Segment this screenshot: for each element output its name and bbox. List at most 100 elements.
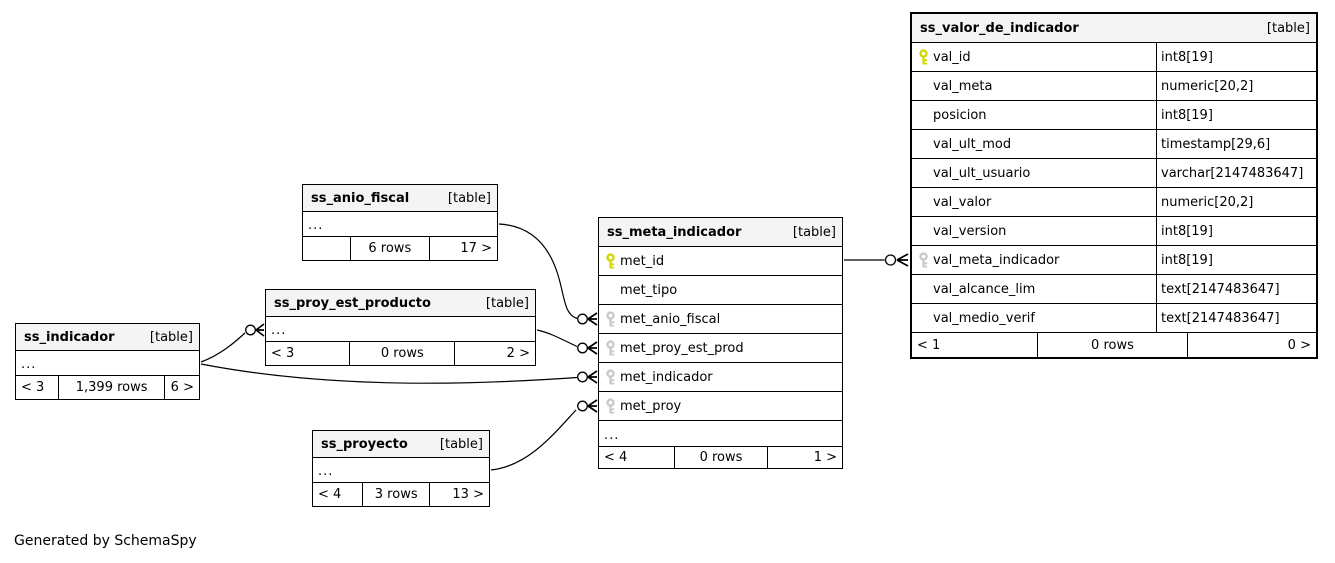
table-ss_indicador[interactable]: ss_indicador [table] ... < 3 1,399 rows … [15, 323, 200, 400]
footer-row-count: 0 rows [674, 447, 766, 468]
footer-parents-count: 13 > [429, 483, 489, 506]
primary-key-icon [918, 48, 933, 66]
column-met_proy_est_prod: met_proy_est_prod [599, 333, 842, 362]
footer-children-count: < 1 [917, 337, 941, 353]
column-met_id: met_id [599, 246, 842, 275]
table-header[interactable]: ss_anio_fiscal [table] [303, 185, 497, 211]
column-met_proy: met_proy [599, 391, 842, 420]
foreign-key-icon [605, 368, 620, 386]
table-type-label: [table] [485, 295, 529, 311]
column-name: val_ult_usuario [933, 165, 1031, 181]
table-name[interactable]: ss_indicador [24, 329, 115, 345]
table-type-label: [table] [439, 436, 483, 452]
foreign-key-icon [918, 251, 933, 269]
column-val_ult_mod: val_ult_mod timestamp[29,6] [912, 129, 1316, 158]
generated-by-text: Generated by SchemaSpy [14, 533, 197, 549]
table-name[interactable]: ss_proy_est_producto [274, 295, 431, 311]
column-type: text[2147483647] [1156, 304, 1316, 332]
foreign-key-icon [605, 397, 620, 415]
table-type-label: [table] [1266, 20, 1310, 36]
table-footer: < 4 3 rows 13 > [313, 482, 489, 506]
column-name: met_tipo [620, 282, 678, 298]
column-name: val_meta_indicador [933, 252, 1060, 268]
table-footer: < 1 0 rows 0 > [912, 332, 1316, 357]
table-header[interactable]: ss_proy_est_producto [table] [266, 290, 535, 316]
column-name: met_id [620, 253, 665, 269]
footer-children-count: < 4 [318, 487, 342, 502]
column-met_indicador: met_indicador [599, 362, 842, 391]
edge-indicador-to-proy_est_producto [200, 323, 265, 363]
table-name[interactable]: ss_meta_indicador [607, 224, 742, 240]
column-name: val_valor [933, 194, 992, 210]
foreign-key-icon [605, 310, 620, 328]
column-posicion: posicion int8[19] [912, 100, 1316, 129]
column-name: val_meta [933, 78, 993, 94]
footer-row-count: 0 rows [349, 342, 454, 365]
foreign-key-icon [605, 339, 620, 357]
footer-parents-count: 2 > [454, 342, 535, 365]
column-val_medio_verif: val_medio_verif text[2147483647] [912, 303, 1316, 332]
table-ss_anio_fiscal[interactable]: ss_anio_fiscal [table] ... 6 rows 17 > [302, 184, 498, 261]
column-name: val_ult_mod [933, 136, 1012, 152]
table-footer: < 3 0 rows 2 > [266, 341, 535, 365]
table-ss_meta_indicador[interactable]: ss_meta_indicador [table] met_id met_tipo… [598, 217, 843, 469]
table-name[interactable]: ss_proyecto [321, 436, 408, 452]
primary-key-icon [605, 252, 620, 270]
footer-row-count: 0 rows [1037, 333, 1186, 357]
column-met_tipo: met_tipo [599, 275, 842, 304]
ellipsis-row: ... [313, 457, 489, 482]
ellipsis-row: ... [16, 350, 199, 375]
column-name: met_anio_fiscal [620, 311, 721, 327]
column-type: text[2147483647] [1156, 275, 1316, 303]
column-name: posicion [933, 107, 987, 123]
column-type: varchar[2147483647] [1156, 159, 1316, 187]
column-name: met_proy_est_prod [620, 340, 744, 356]
edge-proyecto-to-met_proy [490, 399, 598, 471]
column-type: int8[19] [1156, 101, 1316, 129]
ellipsis-row: ... [266, 316, 535, 341]
footer-children-count: < 3 [271, 346, 295, 361]
table-ss_proyecto[interactable]: ss_proyecto [table] ... < 4 3 rows 13 > [312, 430, 490, 507]
footer-row-count: 1,399 rows [58, 376, 164, 399]
column-type: timestamp[29,6] [1156, 130, 1316, 158]
edge-proy_est_producto-to-met_proy_est_prod [536, 329, 598, 355]
table-type-label: [table] [792, 224, 836, 240]
table-name[interactable]: ss_anio_fiscal [311, 190, 410, 206]
column-val_ult_usuario: val_ult_usuario varchar[2147483647] [912, 158, 1316, 187]
table-header[interactable]: ss_indicador [table] [16, 324, 199, 350]
table-name[interactable]: ss_valor_de_indicador [920, 20, 1079, 36]
table-type-label: [table] [149, 329, 193, 345]
table-type-label: [table] [447, 190, 491, 206]
footer-children-count: < 4 [604, 450, 628, 465]
column-type: int8[19] [1156, 217, 1316, 245]
table-header[interactable]: ss_meta_indicador [table] [599, 218, 842, 246]
footer-row-count: 6 rows [349, 237, 430, 260]
column-val_meta: val_meta numeric[20,2] [912, 71, 1316, 100]
column-name: met_indicador [620, 369, 713, 385]
column-name: val_medio_verif [933, 310, 1035, 326]
table-footer: < 3 1,399 rows 6 > [16, 375, 199, 399]
column-val_version: val_version int8[19] [912, 216, 1316, 245]
column-name: val_version [933, 223, 1007, 239]
column-type: numeric[20,2] [1156, 188, 1316, 216]
table-header[interactable]: ss_valor_de_indicador [table] [912, 14, 1316, 42]
footer-children-count [303, 237, 350, 260]
column-name: val_id [933, 49, 971, 65]
ellipsis-row: ... [599, 420, 842, 446]
table-ss_proy_est_producto[interactable]: ss_proy_est_producto [table] ... < 3 0 r… [265, 289, 536, 366]
table-footer: < 4 0 rows 1 > [599, 446, 842, 468]
column-name: met_proy [620, 398, 682, 414]
table-header[interactable]: ss_proyecto [table] [313, 431, 489, 457]
column-list: met_id met_tipo met_anio_fiscal met_proy_es… [599, 246, 842, 420]
edge-met_id-to-val_meta_indicador [844, 253, 909, 267]
ellipsis-row: ... [303, 211, 497, 236]
column-met_anio_fiscal: met_anio_fiscal [599, 304, 842, 333]
column-type: numeric[20,2] [1156, 72, 1316, 100]
table-footer: 6 rows 17 > [303, 236, 497, 260]
